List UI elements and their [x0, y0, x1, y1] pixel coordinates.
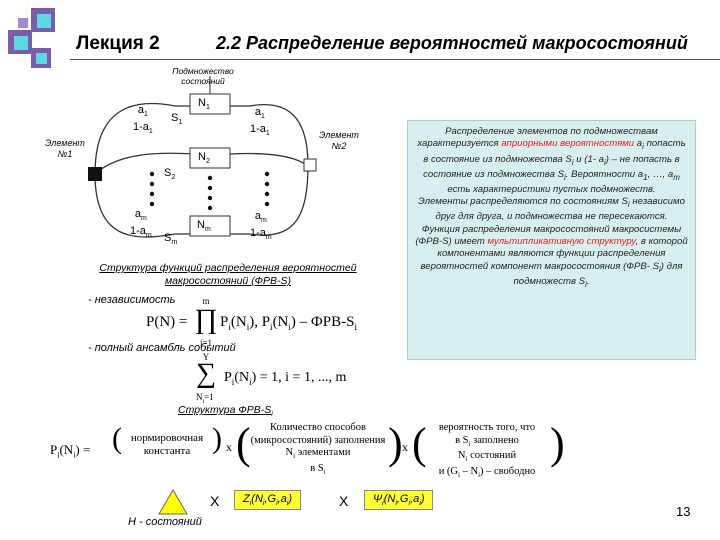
times-2: X [339, 493, 349, 509]
label-sm: Sm [164, 232, 178, 247]
full-ensemble-label: - полный ансамбль событий [88, 342, 236, 354]
element-1-label: Элемент №1 [45, 138, 85, 159]
box-n1 [189, 93, 231, 115]
psi-function-box: Ψi(Ni,Gi,ai) [364, 490, 434, 511]
fpb-structure-label: Структура ФРВ-Si [178, 404, 273, 419]
label-n2: N2 [198, 151, 210, 166]
subset-label: Подмножество состояний [172, 66, 234, 86]
label-n1: N1 [198, 97, 210, 112]
triangle-icon [158, 489, 188, 515]
lecture-title: Лекция 2 [76, 33, 160, 54]
info-box: Распределение элементов по подмножествам… [407, 120, 696, 360]
h-states-label: H - состояний [128, 516, 202, 528]
structure-label: Структура функций распределения вероятно… [99, 262, 357, 287]
section-title: 2.2 Распределение вероятностей макросост… [216, 33, 688, 53]
label-nm: Nm [197, 219, 211, 234]
prob-left-m: am 1-am [130, 208, 152, 240]
element-2-marker [303, 158, 317, 172]
formula-structure: Pi(Ni) = ( нормировочная константа ) x (… [50, 419, 565, 479]
lecture-logo [8, 8, 55, 68]
label-s1: S1 [171, 112, 183, 127]
independence-label: - независимость [88, 294, 176, 306]
element-1-marker [88, 167, 102, 181]
box-nm [189, 215, 231, 237]
header-divider [70, 59, 720, 60]
label-s2: S2 [164, 167, 176, 182]
prob-left-1: a1 1-a1 [133, 104, 153, 136]
z-function-box: Zi(Ni,Gi,ai) [234, 490, 302, 511]
formula-sum: Y ∑ Ni=1 Pi(Ni) = 1, i = 1, ..., m [196, 352, 347, 405]
box-n2 [189, 147, 231, 169]
element-2-label: Элемент №2 [319, 130, 359, 151]
prob-right-m: am 1-am [250, 210, 272, 242]
times-1: X [210, 493, 220, 509]
subsets-diagram [88, 76, 317, 238]
prob-right-1: a1 1-a1 [250, 106, 270, 138]
page-number: 13 [676, 504, 691, 519]
